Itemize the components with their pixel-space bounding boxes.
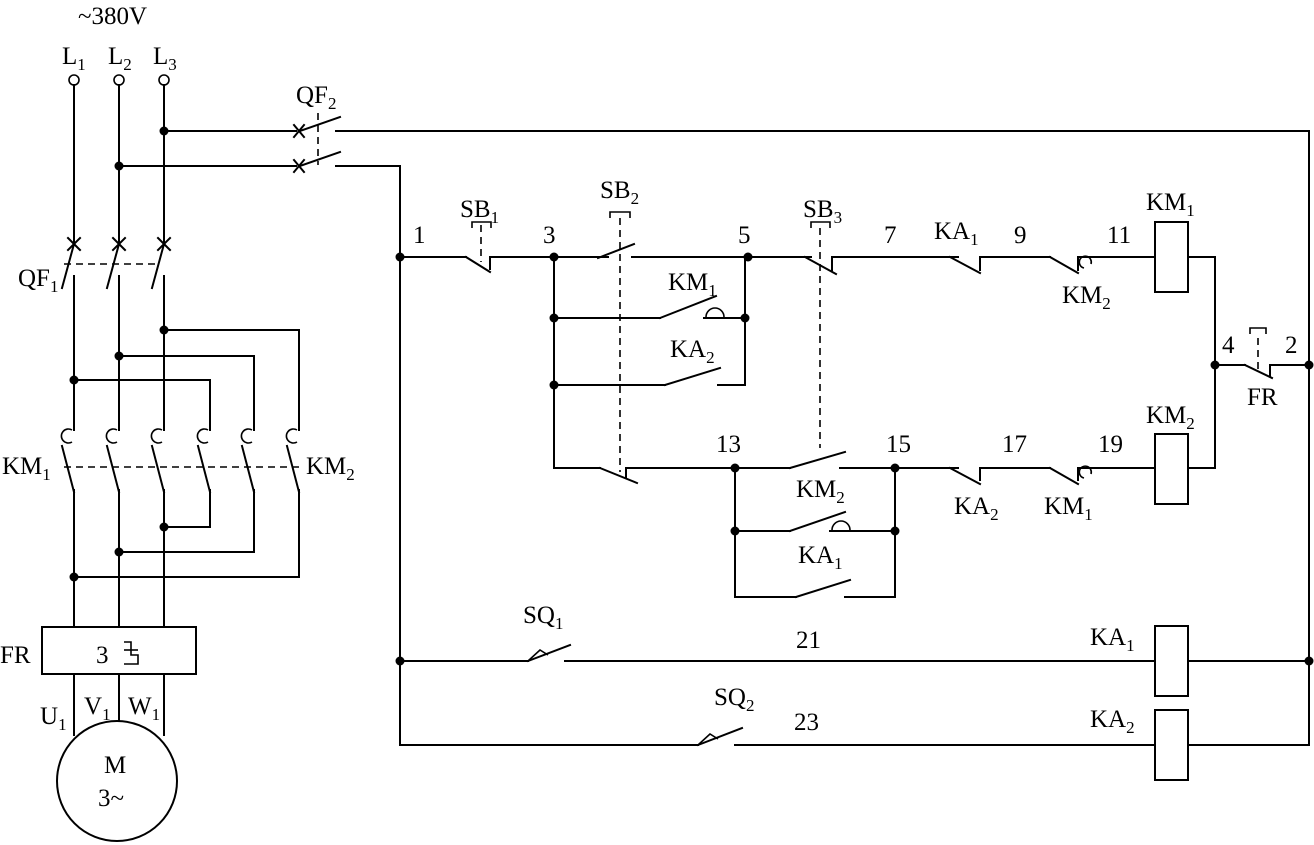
overload-relay-box <box>41 626 197 675</box>
km1-hold-label: KM1 <box>668 269 717 300</box>
terminal-v1-label: V1 <box>84 693 111 724</box>
sb2-label: SB2 <box>600 177 639 208</box>
node-19: 19 <box>1098 431 1123 458</box>
km2-crossover-wiring <box>69 325 300 431</box>
node-15: 15 <box>886 431 911 458</box>
motor-symbol <box>56 720 178 842</box>
terminal-l2 <box>113 74 125 86</box>
breaker-qf2 <box>292 113 1310 174</box>
km1-main-label: KM1 <box>2 453 51 484</box>
coil-ka1 <box>1154 625 1189 697</box>
km1-nc-label: KM1 <box>1044 493 1093 524</box>
terminal-u1-label: U1 <box>40 703 67 734</box>
main-contacts <box>60 428 301 494</box>
fr-nc-label: FR <box>1247 384 1278 411</box>
coil-km2-label: KM2 <box>1146 402 1195 433</box>
node-5: 5 <box>738 222 751 249</box>
overload-pole-count: 3 <box>96 642 109 669</box>
km2-hold-branch <box>730 467 900 599</box>
breaker-qf1 <box>60 236 172 431</box>
supply-voltage: ~380V <box>78 3 147 30</box>
node-11: 11 <box>1107 222 1131 249</box>
coil-km1-label: KM1 <box>1146 189 1195 220</box>
node-13: 13 <box>716 431 741 458</box>
sb3-label: SB3 <box>803 196 842 227</box>
coil-ka2-label: KA2 <box>1090 706 1135 737</box>
coil-ka1-label: KA1 <box>1090 624 1135 655</box>
rung-ka2 <box>696 709 1189 781</box>
km2-main-label: KM2 <box>306 453 355 484</box>
control-supply-taps <box>114 126 297 171</box>
rung-ka1 <box>399 625 1310 697</box>
rung-km1 <box>399 211 1216 472</box>
node-2: 2 <box>1285 332 1298 359</box>
node-21: 21 <box>796 627 821 654</box>
node-7: 7 <box>884 222 897 249</box>
node-4: 4 <box>1222 332 1235 359</box>
phase-l3-label: L3 <box>153 43 177 74</box>
overload-relay-label: FR <box>0 642 31 669</box>
coil-km1 <box>1154 221 1189 293</box>
node-23: 23 <box>794 709 819 736</box>
km2-hold-label: KM2 <box>796 476 845 507</box>
coil-ka2 <box>1154 709 1189 781</box>
fr-nc-contact <box>1210 327 1310 380</box>
sq2-label: SQ2 <box>714 684 754 715</box>
sb1-label: SB1 <box>460 196 499 227</box>
coil-km2 <box>1154 433 1189 505</box>
breaker-qf1-label: QF1 <box>18 265 58 296</box>
node-1: 1 <box>413 222 426 249</box>
ka2-nc-label: KA2 <box>954 493 999 524</box>
motor-leads <box>73 673 165 736</box>
terminal-w1-label: W1 <box>128 693 160 724</box>
phase-l1-label: L1 <box>62 43 86 74</box>
km1-hold-branch <box>549 256 750 469</box>
breaker-qf2-label: QF2 <box>296 82 336 113</box>
thermal-element-icon <box>124 641 139 665</box>
motor-type: 3~ <box>98 785 124 812</box>
ka2-hold-label: KA2 <box>670 336 715 367</box>
terminal-l3 <box>158 74 170 86</box>
ka1-nc-label: KA1 <box>934 218 979 249</box>
node-3: 3 <box>543 222 556 249</box>
phase-l2-label: L2 <box>108 43 132 74</box>
phase-lines-bottom <box>69 489 300 627</box>
rung-km2 <box>553 433 1216 505</box>
ka1-hold-label: KA1 <box>798 542 843 573</box>
km2-nc-label: KM2 <box>1062 282 1111 313</box>
terminal-l1 <box>68 74 80 86</box>
motor-name: M <box>104 752 126 779</box>
node-17: 17 <box>1002 431 1027 458</box>
node-9: 9 <box>1014 222 1027 249</box>
sq1-label: SQ1 <box>523 602 563 633</box>
